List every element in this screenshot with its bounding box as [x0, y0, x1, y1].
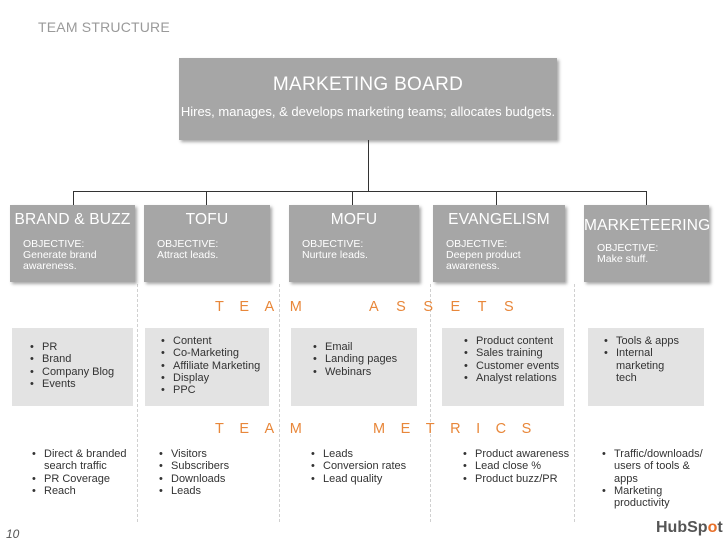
logo-text-hub: Hub [656, 519, 688, 536]
column-divider [137, 284, 138, 522]
list-item: Company Blog [26, 366, 133, 379]
connector-vertical [368, 140, 369, 192]
list-item: Subscribers [155, 460, 265, 473]
list-item: Affiliate Marketing [157, 360, 269, 373]
list-item: Marketing productivity [598, 485, 684, 510]
list-item: Events [26, 378, 133, 391]
connector-drop-3 [352, 191, 353, 205]
asset-list: PR Brand Company Blog Events [26, 341, 133, 390]
asset-list: Tools & apps Internal marketing tech [600, 335, 690, 384]
list-item: Lead quality [307, 473, 425, 486]
list-item: Leads [307, 448, 425, 461]
team-box-tofu: TOFU OBJECTIVE: Attract leads. [144, 205, 270, 282]
column-divider [430, 284, 431, 522]
team-objective: OBJECTIVE: Make stuff. [597, 242, 659, 265]
column-divider [574, 284, 575, 522]
asset-list: Product content Sales training Customer … [460, 335, 564, 384]
connector-drop-4 [496, 191, 497, 205]
page-title: TEAM STRUCTURE [38, 19, 170, 35]
list-item: Webinars [309, 366, 417, 379]
list-item: Landing pages [309, 353, 417, 366]
metrics-list-marketeering: Traffic/downloads/ users of tools & apps… [598, 448, 712, 509]
connector-horizontal [73, 191, 647, 192]
list-item: Leads [155, 485, 265, 498]
hubspot-logo: HubSpot [656, 519, 723, 537]
list-item: Email [309, 341, 417, 354]
assets-box-tofu: Content Co-Marketing Affiliate Marketing… [145, 328, 269, 406]
team-box-brand-buzz: BRAND & BUZZ OBJECTIVE: Generate brand a… [10, 205, 135, 282]
assets-box-marketeering: Tools & apps Internal marketing tech [588, 328, 704, 406]
logo-text-s: S [687, 519, 698, 536]
assets-box-brand-buzz: PR Brand Company Blog Events [12, 328, 133, 406]
list-item: Lead close % [459, 460, 573, 473]
list-item: Direct & branded search traffic [28, 448, 132, 473]
board-subtitle: Hires, manages, & develops marketing tea… [180, 104, 556, 119]
team-name: MOFU [330, 211, 378, 228]
list-item: Internal marketing tech [600, 347, 676, 384]
list-item: Brand [26, 353, 133, 366]
team-objective: OBJECTIVE: Generate brand awareness. [23, 238, 97, 272]
list-item: Analyst relations [460, 372, 564, 385]
list-item: Customer events [460, 360, 564, 373]
list-item: Product awareness [459, 448, 573, 461]
list-item: Tools & apps [600, 335, 690, 348]
team-box-mofu: MOFU OBJECTIVE: Nurture leads. [289, 205, 419, 282]
list-item: Content [157, 335, 269, 348]
asset-list: Content Co-Marketing Affiliate Marketing… [157, 335, 269, 397]
list-item: PR [26, 341, 133, 354]
team-objective: OBJECTIVE: Deepen product awareness. [446, 238, 521, 272]
metrics-list-evangelism: Product awareness Lead close % Product b… [459, 448, 573, 485]
metrics-list-mofu: Leads Conversion rates Lead quality [307, 448, 425, 485]
team-name: BRAND & BUZZ [14, 211, 131, 228]
list-item: Product buzz/PR [459, 473, 573, 486]
page-number: 10 [6, 527, 20, 541]
list-item: Reach [28, 485, 132, 498]
column-divider [279, 284, 280, 522]
metrics-heading-team: TEAM [215, 421, 318, 437]
metrics-list-tofu: Visitors Subscribers Downloads Leads [155, 448, 265, 497]
logo-text-p: p [697, 519, 708, 536]
team-name: EVANGELISM [448, 211, 550, 228]
assets-heading-team: TEAM [215, 299, 318, 315]
metrics-heading-metrics: METRICS [373, 421, 547, 437]
team-objective: OBJECTIVE: Nurture leads. [302, 238, 368, 261]
list-item: Traffic/downloads/ users of tools & apps [598, 448, 712, 485]
assets-box-mofu: Email Landing pages Webinars [291, 328, 417, 406]
list-item: Conversion rates [307, 460, 425, 473]
assets-heading-assets: ASSETS [369, 299, 532, 315]
team-name: TOFU [185, 211, 229, 228]
list-item: Product content [460, 335, 564, 348]
team-box-evangelism: EVANGELISM OBJECTIVE: Deepen product awa… [433, 205, 565, 282]
assets-box-evangelism: Product content Sales training Customer … [442, 328, 564, 406]
connector-drop-2 [206, 191, 207, 205]
connector-drop-1 [73, 191, 74, 205]
list-item: PPC [157, 384, 269, 397]
team-name: MARKETEERING [584, 217, 711, 234]
logo-sprocket-o: o [707, 519, 718, 536]
list-item: PR Coverage [28, 473, 132, 486]
logo-text-t: t [717, 519, 723, 536]
metrics-list-brand-buzz: Direct & branded search traffic PR Cover… [28, 448, 132, 497]
marketing-board-box: MARKETING BOARD Hires, manages, & develo… [179, 58, 557, 140]
asset-list: Email Landing pages Webinars [309, 341, 417, 378]
board-title: MARKETING BOARD [272, 74, 464, 95]
team-box-marketeering: MARKETEERING OBJECTIVE: Make stuff. [584, 205, 711, 282]
list-item: Sales training [460, 347, 564, 360]
list-item: Display [157, 372, 269, 385]
connector-drop-5 [646, 191, 647, 205]
list-item: Visitors [155, 448, 265, 461]
team-objective: OBJECTIVE: Attract leads. [157, 238, 219, 261]
list-item: Co-Marketing [157, 347, 269, 360]
list-item: Downloads [155, 473, 265, 486]
